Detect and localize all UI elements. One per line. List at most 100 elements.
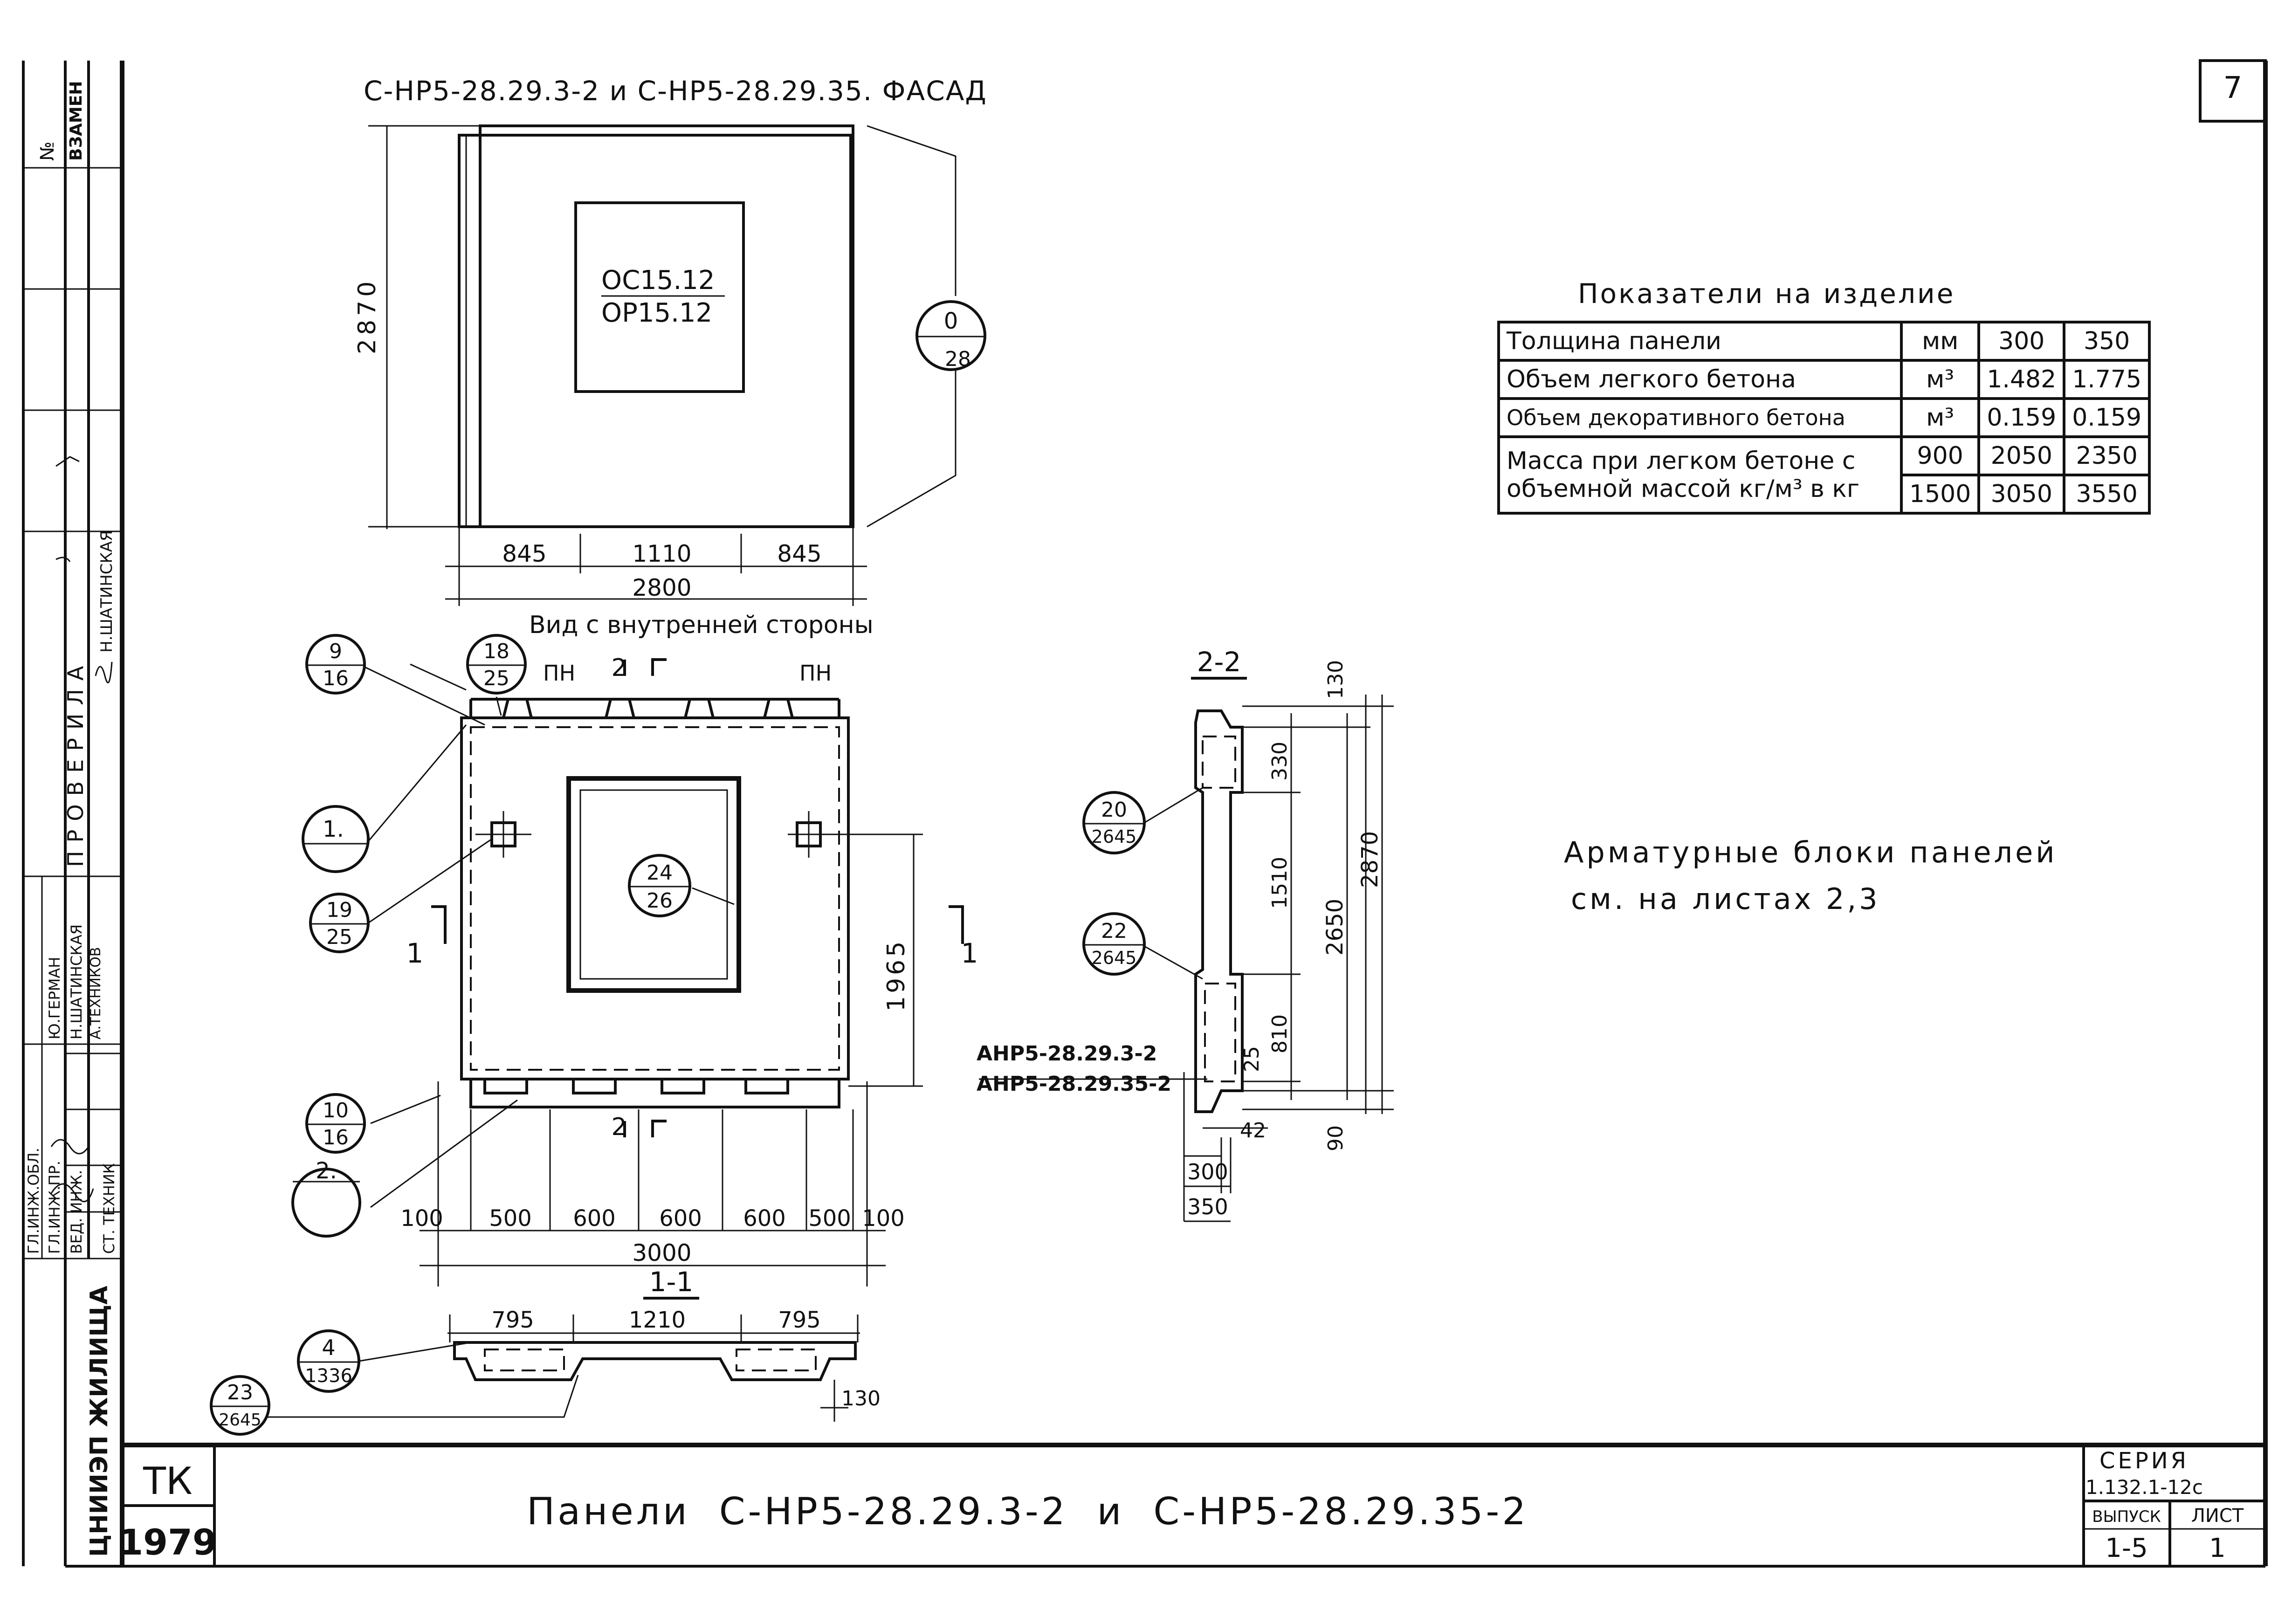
stamp-name-1: Ю.ГЕРМАН (46, 957, 63, 1039)
facade-dim-1: 845 (502, 540, 546, 567)
callout-24-26 (628, 854, 691, 917)
callout-4-1336-bottom: 1336 (305, 1365, 352, 1387)
facade-overall-width: 2800 (632, 574, 691, 601)
row-value: 300 (1977, 321, 2066, 362)
mass-label-line-2: объемной массой кг/м³ в кг (1507, 475, 1860, 503)
inner-dim-1: 100 (400, 1205, 443, 1232)
section-22-dim-25: 25 (1240, 1046, 1264, 1072)
facade-window-bottom: ОР15.12 (601, 298, 712, 328)
section-22-dim-90: 90 (1324, 1125, 1348, 1151)
inner-dim-3: 600 (573, 1205, 616, 1232)
row-unit: м³ (1900, 359, 1981, 400)
section-11-dim-3: 795 (778, 1307, 821, 1333)
section-22-mark-2: АНР5-28.29.35-2 (977, 1072, 1171, 1096)
sheet-number: 7 (2223, 71, 2243, 105)
title-block-vypusk-value: 1-5 (2105, 1533, 2147, 1563)
stamp-zamen-label: ВЗАМЕН (67, 81, 86, 161)
stamp-role-3: ВЕД. ИНЖ. (68, 1170, 85, 1254)
stamp-checker-name: Н.ШАТИНСКАЯ (97, 530, 116, 653)
facade-callout (915, 300, 986, 371)
section-11-dim-2: 1210 (629, 1307, 686, 1333)
callout-19-25-bottom: 25 (326, 925, 352, 949)
section-22-dim-350: 350 (1187, 1194, 1228, 1219)
stamp-no-label: № (37, 141, 58, 161)
stamp-role-1: ГЛ.ИНЖ.ОБЛ. (25, 1148, 42, 1254)
mass-density: 1500 (1900, 474, 1981, 515)
signature-mark (50, 456, 113, 1203)
section-22-dim-330: 330 (1268, 742, 1292, 781)
title-block-seria-value: 1.132.1-12с (2085, 1476, 2203, 1499)
sheet-frame (65, 59, 2268, 1568)
callout-18-25-bottom: 25 (483, 667, 509, 690)
row-value: 0.159 (2063, 397, 2151, 438)
row-value: 350 (2063, 321, 2151, 362)
indicators-title: Показатели на изделие (1578, 278, 1955, 310)
left-stamp (22, 61, 122, 1566)
callout-23-2645-top: 23 (227, 1381, 253, 1404)
facade-dim-2: 1110 (632, 540, 691, 567)
mass-value: 2050 (1977, 435, 2066, 476)
title-block-list-value: 1 (2209, 1533, 2226, 1563)
pn-right-label: ПН (799, 661, 832, 686)
callout-9-16-top: 9 (329, 640, 342, 663)
row-label: Толщина панели (1497, 321, 1903, 362)
section-22-title: 2-2 (1197, 646, 1241, 678)
mass-value: 3050 (1977, 474, 2066, 515)
callout-19-25 (309, 893, 370, 953)
section-22-dim-130: 130 (1324, 660, 1348, 699)
inner-dim-7: 100 (862, 1205, 905, 1232)
section-22-dim-42: 42 (1240, 1119, 1266, 1142)
note-line-2: см. на листах 2,3 (1571, 882, 1880, 916)
stamp-proverila-label: ПРОВЕРИЛА (63, 658, 88, 867)
facade-height-dim: 2870 (353, 278, 381, 354)
callout-23-2645-bottom: 2645 (219, 1411, 262, 1430)
facade-title: С-НР5-28.29.3-2 и С-НР5-28.29.35. ФАСАД (364, 75, 987, 107)
stamp-role-4: СТ. ТЕХНИК (100, 1163, 118, 1254)
table-row: Объем декоративного бетона м³ 0.159 0.15… (1497, 397, 2151, 438)
row-label: Объем легкого бетона (1497, 359, 1903, 400)
title-block-title: Панели С-НР5-28.29.3-2 и С-НР5-28.29.35-… (527, 1490, 1528, 1533)
title-block-list-label: ЛИСТ (2191, 1505, 2244, 1527)
callout-20-2645-bottom: 2645 (1092, 826, 1137, 847)
callout-1 (302, 805, 370, 873)
callout-10-16-bottom: 16 (323, 1126, 349, 1149)
table-row: 1500 3050 3550 (1499, 474, 2151, 515)
callout-1-top: 1. (323, 816, 344, 842)
callout-22-2645-top: 22 (1101, 919, 1127, 943)
title-block-year: 1979 (118, 1521, 217, 1563)
mass-label: Масса при легком бетоне с объемной массо… (1497, 435, 1903, 515)
facade-callout-top: 0 (944, 308, 958, 334)
inner-dim-1965: 1965 (882, 939, 910, 1012)
stamp-role-2: ГЛ.ИНЖ.ПР. (46, 1161, 63, 1254)
callout-10-16 (305, 1093, 366, 1154)
title-block-tk: ТК (143, 1459, 193, 1503)
callout-10-16-top: 10 (323, 1099, 349, 1122)
facade-drawing (368, 124, 957, 606)
callout-19-25-top: 19 (326, 898, 352, 922)
row-value: 0.159 (1977, 397, 2066, 438)
callout-4-1336 (297, 1329, 360, 1393)
section-11-dim-1: 795 (491, 1307, 534, 1333)
inner-dim-4: 600 (659, 1205, 702, 1232)
pn-left-label: ПН (543, 661, 575, 686)
section-22-mark-1: АНР5-28.29.3-2 (977, 1042, 1157, 1066)
callout-4-1336-top: 4 (322, 1335, 335, 1360)
row-value: 1.482 (1977, 359, 2066, 400)
callout-22-2645-bottom: 2645 (1092, 948, 1137, 968)
facade-dim-3: 845 (777, 540, 821, 567)
row-label: Объем декоративного бетона (1497, 397, 1903, 438)
section-mark-left: 1 (406, 937, 424, 969)
title-block-seria-label: СЕРИЯ (2099, 1448, 2189, 1474)
stamp-name-3: А.ТЕХНИКОВ (88, 947, 104, 1039)
stamp-name-2: Н.ШАТИНСКАЯ (68, 924, 85, 1039)
section-11-title: 1-1 (649, 1266, 694, 1298)
inner-dim-5: 600 (743, 1205, 786, 1232)
indicators-table: Толщина панели мм 300 350 Объем легкого … (1497, 321, 2151, 515)
section-mark-bottom: 2 (611, 1113, 626, 1141)
section-mark-right: 1 (961, 937, 978, 969)
callout-22-2645 (1082, 912, 1146, 976)
row-unit: м³ (1900, 397, 1981, 438)
section-mark-top: 2 (611, 654, 626, 682)
mass-label-line-1: Масса при легком бетоне с (1507, 447, 1856, 475)
inner-overall-width: 3000 (632, 1239, 691, 1266)
